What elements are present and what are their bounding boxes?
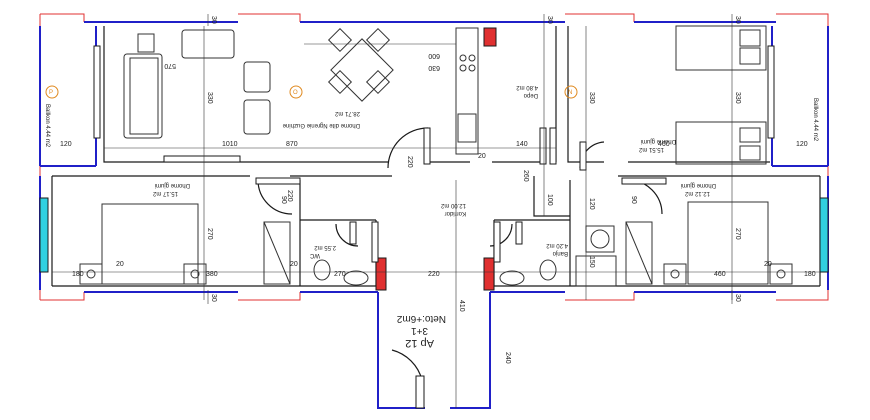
marker-p [45, 85, 59, 99]
dim-870: 870 [286, 141, 298, 148]
dim-180-b: 180 [804, 271, 816, 278]
dim-30-e: 30 [734, 294, 741, 302]
dim-220: 220 [428, 271, 440, 278]
dim-20-b: 20 [290, 261, 298, 268]
dim-630: 630 [428, 64, 440, 71]
dim-140: 140 [516, 141, 528, 148]
dim-30-c: 30 [734, 16, 741, 24]
marker-n [564, 85, 578, 99]
dim-220-b: 220 [286, 190, 293, 202]
wc-name: WC [309, 252, 320, 258]
dim-90-b: 90 [630, 196, 637, 204]
dim-20-c: 20 [478, 153, 486, 160]
marker-n-letter: N [568, 90, 572, 96]
apartment-type: 3+1 [411, 325, 428, 336]
dim-270-c: 270 [334, 271, 346, 278]
marker-o-letter: O [293, 90, 298, 96]
furniture [79, 25, 793, 287]
bedroom-top-right-area: 15.51 m2 [638, 146, 664, 152]
bath-area: 4.20 m2 [546, 242, 568, 248]
windows [39, 27, 829, 409]
dim-460: 460 [658, 141, 670, 148]
living-area: 28.71 m2 [334, 110, 360, 116]
dim-30-b: 30 [546, 16, 553, 24]
bedroom-right-name: Dhome gjumi [681, 182, 716, 188]
dim-270-b: 270 [734, 228, 741, 240]
bedroom-top-right-name: Dhome gjumi [641, 138, 676, 144]
dim-120-c: 120 [588, 198, 595, 210]
dim-30-d: 30 [210, 294, 217, 302]
depo-area: 4.80 m2 [516, 84, 538, 90]
corridor-name: Korridor [445, 210, 466, 216]
marker-o [289, 85, 303, 99]
marker-p-letter: P [49, 90, 53, 96]
dim-570: 570 [164, 62, 176, 69]
bedroom-left-name: Dhome gjumi [155, 182, 190, 188]
dim-120-b: 120 [796, 141, 808, 148]
dim-600: 600 [428, 52, 440, 59]
dim-150: 150 [588, 256, 595, 268]
balcony-left: Ballkon 4.44 m2 [44, 104, 50, 148]
dim-410: 410 [458, 300, 465, 312]
dim-90-a: 90 [280, 196, 287, 204]
dim-20-a: 20 [116, 261, 124, 268]
dim-100: 100 [546, 194, 553, 206]
bedroom-right-area: 12.12 m2 [684, 190, 710, 196]
dim-120-a: 120 [60, 141, 72, 148]
balcony-right: Ballkon 4.44 m2 [812, 98, 818, 142]
dim-330-a: 330 [206, 92, 213, 104]
dim-1010: 1010 [222, 141, 238, 148]
dimension-labels: 30 30 30 30 30 330 330 330 570 600 630 1… [60, 16, 816, 364]
dim-330-b: 330 [588, 92, 595, 104]
apartment-name: Ap 12 [405, 337, 434, 349]
marker-letters: O N P [49, 90, 572, 96]
wc-area: 2.55 m2 [314, 244, 336, 250]
room-labels: 28.71 m2 Dhome dite Ngrenie Guzhine Dhom… [44, 84, 818, 258]
dim-330-c: 330 [734, 92, 741, 104]
dim-220-a: 220 [406, 156, 413, 168]
dim-270-a: 270 [206, 228, 213, 240]
living-name: Dhome dite Ngrenie Guzhine [282, 122, 360, 128]
dimension-lines [52, 14, 820, 408]
depo-name: Depo [523, 92, 538, 98]
dim-380: 380 [206, 271, 218, 278]
dim-20-d: 20 [764, 261, 772, 268]
dim-30-a: 30 [210, 16, 217, 24]
dim-180-a: 180 [72, 271, 84, 278]
corridor-area: 12.00 m2 [440, 202, 466, 208]
dim-240: 240 [504, 352, 511, 364]
dim-260: 260 [522, 170, 529, 182]
bedroom-left-area: 15.17 m2 [152, 190, 178, 196]
apartment-area: Neto:+6m2 [396, 313, 446, 324]
interior-walls [51, 26, 821, 381]
apartment-title: Ap 12 3+1 Neto:+6m2 [396, 313, 446, 349]
markers [45, 85, 578, 99]
dim-450: 460 [714, 271, 726, 278]
bath-name: Banjo [552, 250, 568, 256]
